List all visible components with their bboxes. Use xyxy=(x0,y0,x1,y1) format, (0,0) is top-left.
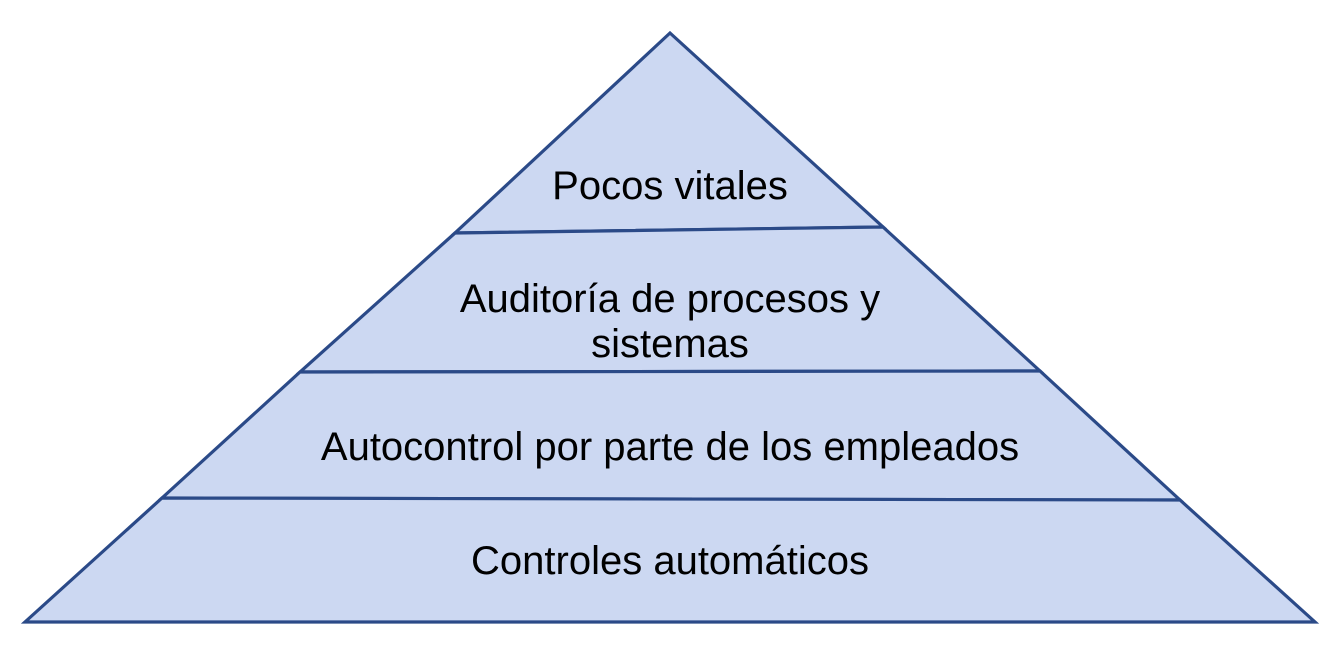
pyramid-level-4-shape xyxy=(20,496,1320,624)
pyramid-level-3-label: Autocontrol por parte de los empleados xyxy=(320,425,1020,469)
pyramid-level-4-label: Controles automáticos xyxy=(471,539,869,583)
pyramid-level-1-label: Pocos vitales xyxy=(552,164,788,208)
pyramid-level-2-label: Auditoría de procesos y sistemas xyxy=(459,277,881,366)
